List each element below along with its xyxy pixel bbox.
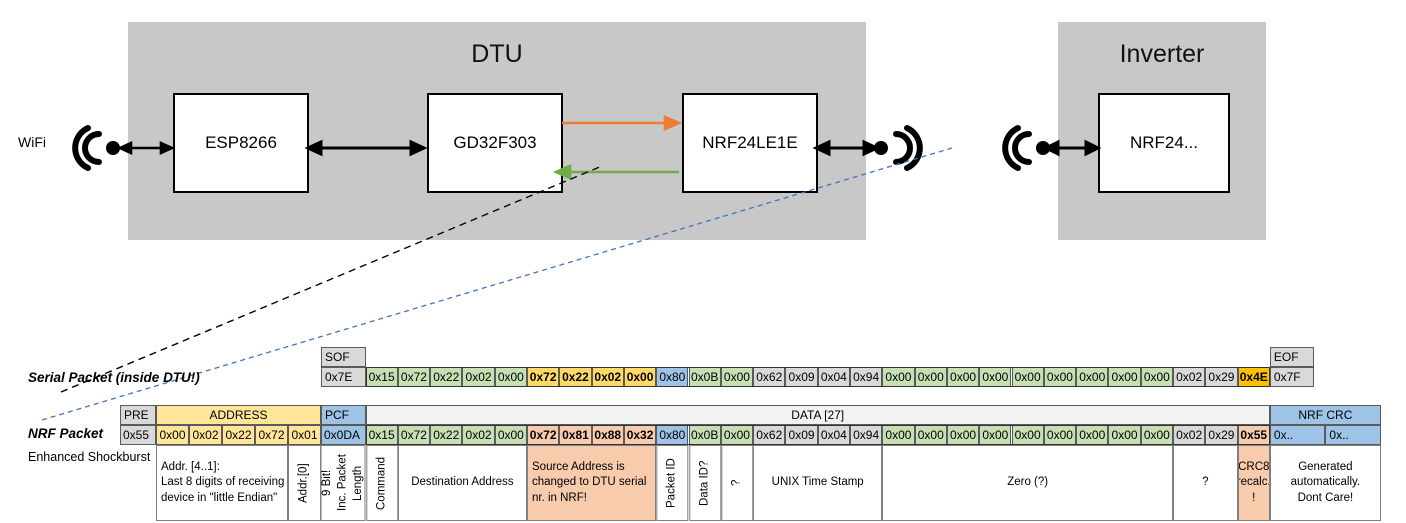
- inverter-enclosure: Inverter: [1058, 22, 1266, 240]
- nrf-desc-11: ?: [1173, 445, 1238, 521]
- serial-byte-13: 0x09: [785, 367, 818, 387]
- serial-byte-16: 0x00: [882, 367, 915, 387]
- nrf-pre-header: PRE: [120, 405, 156, 425]
- serial-packet-label: Serial Packet (inside DTU!): [28, 370, 200, 385]
- nrf-pcf-header: PCF: [321, 405, 366, 425]
- dtu-antenna-icon: [893, 125, 923, 171]
- nrf-byte-21: 0x00: [1043, 425, 1077, 445]
- nrf-desc-8: ?: [720, 445, 754, 521]
- nrf-pcf-value: 0x0DA: [321, 425, 366, 445]
- serial-eof-header: EOF: [1269, 347, 1315, 367]
- nrf-byte-16: 0x00: [882, 425, 915, 445]
- nrf-pre-value: 0x55: [120, 425, 156, 445]
- serial-byte-21: 0x00: [1043, 367, 1077, 387]
- chip-gd32f303: GD32F303: [427, 93, 563, 193]
- nrf-address-byte-0: 0x00: [156, 425, 189, 445]
- nrf-crc-header: NRF CRC: [1269, 405, 1381, 425]
- wifi-antenna-icon: [72, 125, 102, 171]
- nrf-address-byte-2: 0x22: [222, 425, 255, 445]
- wifi-antenna-dot: [106, 141, 120, 155]
- nrf-desc-7: Data ID?: [688, 445, 721, 521]
- serial-byte-4: 0x00: [494, 367, 527, 387]
- dtu-antenna-dot: [874, 141, 888, 155]
- nrf-byte-1: 0x72: [397, 425, 431, 445]
- nrf-desc-10: Zero (?): [882, 445, 1173, 521]
- chip-nrf24le1e: NRF24LE1E: [682, 93, 818, 193]
- nrf-address-byte-4: 0x01: [288, 425, 321, 445]
- nrf-address-byte-3: 0x72: [255, 425, 288, 445]
- inverter-title: Inverter: [1119, 40, 1205, 68]
- nrf-byte-26: 0x29: [1205, 425, 1238, 445]
- nrf-desc-9: UNIX Time Stamp: [753, 445, 883, 521]
- nrf-crc-byte-0: 0x..: [1269, 425, 1326, 445]
- nrf-address-byte-1: 0x02: [189, 425, 222, 445]
- nrf-byte-10: 0x0B: [688, 425, 721, 445]
- serial-byte-3: 0x02: [462, 367, 495, 387]
- nrf-crc-byte-1: 0x..: [1325, 425, 1381, 445]
- nrf-desc-3: Command: [365, 445, 398, 521]
- serial-eof-value: 0x7F: [1269, 367, 1315, 387]
- nrf-address-header: ADDRESS: [156, 405, 321, 425]
- serial-data-group: [365, 367, 1270, 387]
- nrf-packet-sublabel: Enhanced Shockburst: [28, 450, 151, 464]
- dtu-title: DTU: [471, 40, 523, 68]
- serial-sof-value: 0x7E: [321, 367, 366, 387]
- nrf-byte-13: 0x09: [785, 425, 818, 445]
- wifi-label: WiFi: [18, 134, 46, 150]
- serial-byte-18: 0x00: [946, 367, 980, 387]
- nrf-data-header: DATA [27]: [365, 405, 1270, 425]
- chip-esp8266: ESP8266: [173, 93, 309, 193]
- nrf-byte-2: 0x22: [430, 425, 463, 445]
- nrf-byte-20: 0x00: [1011, 425, 1044, 445]
- serial-byte-12: 0x62: [753, 367, 786, 387]
- nrf-byte-25: 0x02: [1173, 425, 1206, 445]
- nrf-byte-3: 0x02: [462, 425, 495, 445]
- nrf-byte-12: 0x62: [753, 425, 786, 445]
- nrf-desc-6: Packet ID: [656, 445, 689, 521]
- inverter-antenna-icon: [1002, 125, 1032, 171]
- nrf-data-group: [365, 425, 1270, 445]
- chip-nrf24-inverter: NRF24...: [1098, 93, 1230, 193]
- nrf-desc-4: Destination Address: [397, 445, 527, 521]
- serial-byte-22: 0x00: [1076, 367, 1109, 387]
- nrf-byte-0: 0x15: [365, 425, 398, 445]
- nrf-desc-1: Addr.[0]: [288, 445, 321, 521]
- inverter-antenna-dot: [1036, 141, 1050, 155]
- nrf-packet-label: NRF Packet: [28, 426, 104, 441]
- serial-sof-header: SOF: [321, 347, 366, 367]
- nrf-byte-7: 0x88: [591, 425, 624, 445]
